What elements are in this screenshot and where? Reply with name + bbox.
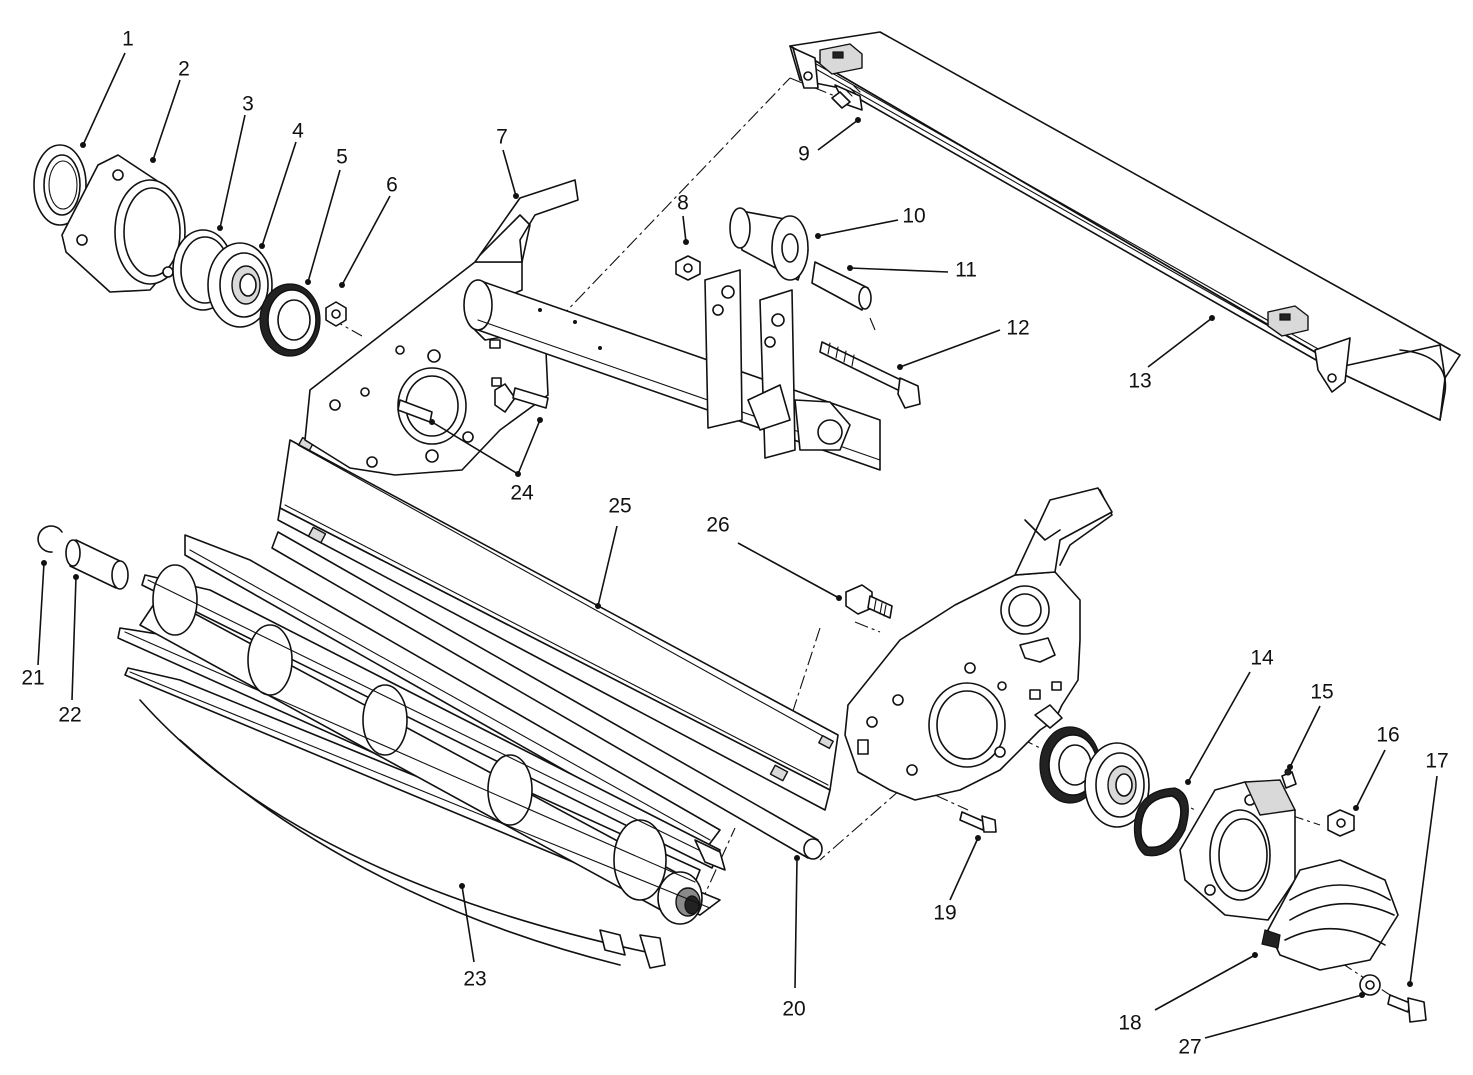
part-1-seal	[33, 144, 87, 226]
callout-2: 2	[178, 58, 190, 81]
callout-16: 16	[1376, 724, 1399, 747]
frame-right-side-plate	[844, 487, 1113, 801]
leader-lines	[37, 52, 1438, 1039]
part-20-rod	[271, 531, 823, 860]
frame-left-side-plate	[304, 261, 549, 476]
callout-5: 5	[336, 146, 348, 169]
part-16-nut	[1327, 809, 1355, 837]
part-26-bolt	[845, 584, 893, 619]
part-8-nut	[675, 255, 701, 281]
center-bracket	[704, 269, 851, 459]
part-10-spacer	[729, 207, 809, 281]
callout-3: 3	[242, 93, 254, 116]
callout-23: 23	[463, 968, 486, 991]
part-25-bedknife-bar	[277, 436, 839, 811]
callout-19: 19	[933, 902, 956, 925]
callout-1: 1	[122, 28, 134, 51]
part-7-left-arm	[474, 179, 579, 263]
callout-24: 24	[510, 482, 534, 505]
callout-9: 9	[798, 143, 810, 166]
callout-27: 27	[1178, 1036, 1201, 1059]
callout-13: 13	[1128, 370, 1151, 393]
callout-25: 25	[608, 495, 631, 518]
callout-labels: 1 2 3 4 5 6 7 8 9 10 11 12 13 14 15 16 1…	[21, 28, 1448, 1059]
part-12-bolt	[819, 341, 921, 409]
right-bearing-housing	[1179, 779, 1296, 921]
part-19-bolt	[959, 811, 997, 833]
callout-11: 11	[955, 259, 977, 282]
part-23-reel	[117, 534, 726, 969]
callout-22: 22	[58, 704, 81, 727]
part-13-rear-shield	[789, 31, 1461, 421]
callout-21: 21	[21, 667, 44, 690]
callout-10: 10	[902, 205, 925, 228]
part-2-bearing-housing	[61, 154, 186, 293]
part-14-shim	[1133, 787, 1189, 857]
part-11-sleeve	[811, 261, 872, 311]
callout-7: 7	[496, 126, 508, 149]
callout-4: 4	[292, 120, 304, 143]
callout-17: 17	[1425, 750, 1448, 773]
callout-14: 14	[1250, 647, 1274, 670]
leader-dots	[41, 117, 1413, 998]
part-4-bearing	[207, 242, 273, 328]
callout-6: 6	[386, 174, 398, 197]
part-9-screw	[831, 84, 863, 111]
part-22-bushing	[65, 539, 129, 590]
callout-8: 8	[677, 192, 689, 215]
part-15-grease-fitting	[1281, 768, 1297, 789]
part-6-nut	[325, 301, 347, 327]
callout-15: 15	[1310, 681, 1333, 704]
callout-20: 20	[782, 998, 805, 1021]
right-bearing	[1084, 742, 1150, 828]
callout-18: 18	[1118, 1012, 1141, 1035]
callout-12: 12	[1006, 317, 1029, 340]
part-18-cover	[1261, 859, 1399, 971]
callout-26: 26	[706, 514, 729, 537]
part-5-seal	[259, 283, 321, 357]
part-27-lockwasher	[1359, 974, 1381, 996]
part-17-bolt	[1387, 994, 1427, 1023]
part-21-snap-ring	[37, 525, 63, 553]
